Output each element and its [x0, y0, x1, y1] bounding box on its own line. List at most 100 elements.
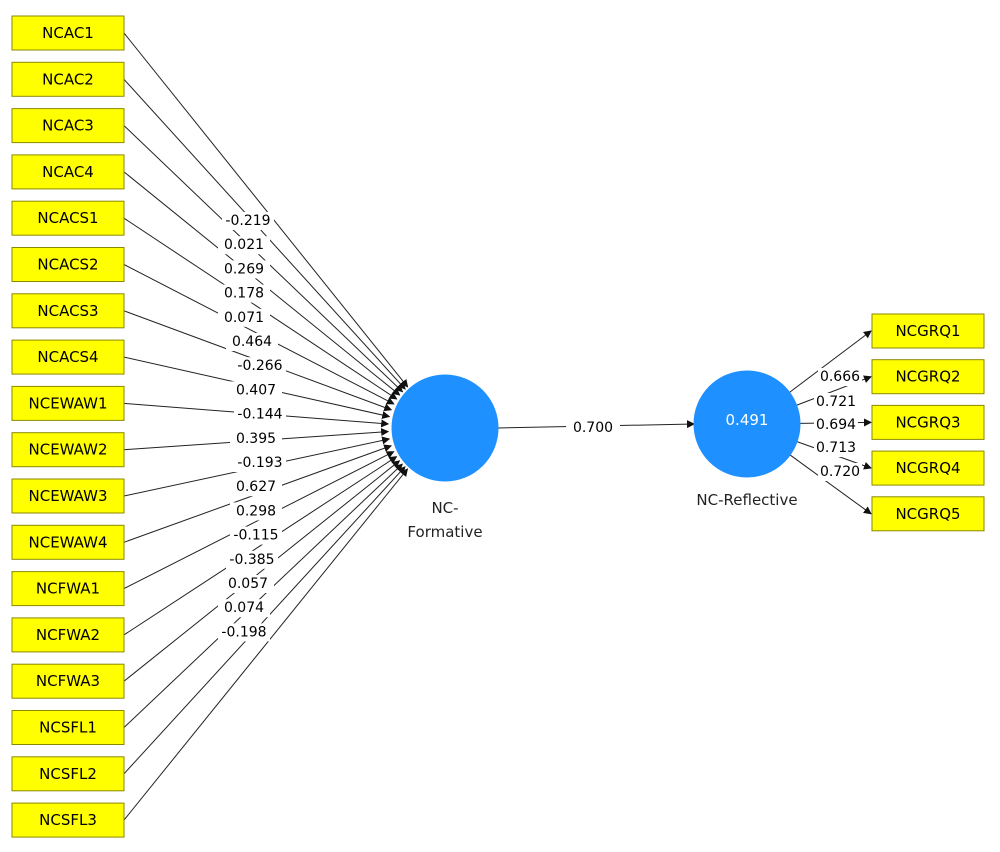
weight-label-bg — [218, 599, 270, 618]
weight-ncac3: 0.269 — [224, 261, 264, 277]
formative-path-ncac2 — [123, 78, 406, 390]
loading-ncgrq4: 0.713 — [816, 440, 856, 456]
weight-label-bg — [230, 502, 282, 521]
indicator-box-ncac3[interactable] — [11, 108, 125, 144]
weight-ncewaw4: 0.627 — [236, 479, 276, 495]
indicator-label-ncsfl1: NCSFL1 — [39, 719, 97, 737]
indicator-label-ncacs3: NCACS3 — [37, 302, 98, 320]
weight-label-bg — [222, 575, 274, 593]
formative-path-ncsfl1 — [123, 463, 403, 728]
formative-path-ncfwa2 — [123, 456, 398, 636]
loading-label-bg — [814, 416, 858, 434]
weight-label-bg — [218, 284, 270, 303]
formative-path-ncac4 — [123, 171, 401, 396]
nodes: NC- Formative 0.491 NC-Reflective NCAC1N… — [11, 15, 985, 838]
indicator-label-ncewaw2: NCEWAW2 — [29, 441, 108, 459]
formative-path-ncac1 — [123, 32, 409, 388]
indicator-label-ncewaw4: NCEWAW4 — [29, 533, 108, 551]
reflective-construct-label: NC-Reflective — [696, 491, 797, 509]
weight-ncfwa1: 0.298 — [236, 503, 276, 519]
indicator-box-ncac4[interactable] — [11, 154, 125, 190]
weight-label-bg — [222, 212, 274, 230]
weight-label-bg — [230, 478, 282, 497]
loading-ncgrq1: 0.666 — [820, 369, 860, 385]
indicator-label-ncfwa1: NCFWA1 — [36, 580, 100, 598]
weight-label-bg — [218, 623, 270, 642]
weight-ncsfl2: 0.074 — [224, 600, 264, 616]
weight-label-bg — [234, 405, 286, 424]
indicator-box-ncewaw3[interactable] — [11, 478, 125, 514]
weight-label-bg — [218, 260, 270, 279]
formative-construct-label-line2: Formative — [407, 523, 482, 541]
structural-coefficient: 0.700 — [573, 420, 613, 436]
indicator-label-ncac1: NCAC1 — [42, 24, 94, 42]
indicator-box-ncac1[interactable] — [11, 15, 125, 51]
indicator-box-ncsfl2[interactable] — [11, 756, 125, 792]
indicator-label-ncgrq5: NCGRQ5 — [895, 505, 960, 523]
weight-ncfwa3: -0.385 — [229, 552, 274, 568]
weight-label-bg — [218, 308, 270, 327]
indicator-box-ncacs3[interactable] — [11, 293, 125, 329]
indicator-label-ncgrq2: NCGRQ2 — [895, 368, 960, 386]
reflective-path-ncgrq5 — [789, 454, 872, 515]
indicator-box-ncgrq4[interactable] — [871, 450, 985, 486]
weight-label-bg — [226, 333, 278, 351]
indicator-box-ncfwa1[interactable] — [11, 571, 125, 607]
indicator-box-ncfwa2[interactable] — [11, 617, 125, 653]
structural-coefficient-bg — [566, 418, 620, 438]
weight-ncewaw2: 0.395 — [236, 431, 276, 447]
indicator-box-ncacs1[interactable] — [11, 200, 125, 236]
indicator-label-ncacs2: NCACS2 — [37, 256, 98, 274]
indicator-box-ncgrq2[interactable] — [871, 359, 985, 395]
indicator-label-ncgrq3: NCGRQ3 — [895, 413, 960, 431]
indicator-label-ncsfl3: NCSFL3 — [39, 811, 97, 829]
indicator-label-ncewaw1: NCEWAW1 — [29, 394, 108, 412]
indicator-box-ncgrq5[interactable] — [871, 496, 985, 532]
indicator-box-ncsfl3[interactable] — [11, 802, 125, 838]
formative-path-ncsfl2 — [123, 466, 406, 775]
weight-ncac2: 0.021 — [224, 237, 264, 253]
formative-construct[interactable] — [391, 374, 499, 482]
formative-path-ncacs1 — [123, 217, 398, 400]
indicator-label-ncgrq4: NCGRQ4 — [895, 459, 960, 477]
weight-ncsfl1: 0.057 — [228, 576, 268, 592]
weight-ncsfl3: -0.198 — [221, 624, 266, 640]
weight-ncewaw3: -0.193 — [237, 455, 282, 471]
loading-ncgrq5: 0.720 — [820, 464, 860, 480]
indicator-box-ncacs4[interactable] — [11, 339, 125, 375]
reflective-construct[interactable] — [693, 370, 801, 478]
loading-ncgrq2: 0.721 — [816, 394, 856, 410]
indicator-label-ncfwa3: NCFWA3 — [36, 672, 100, 690]
indicator-box-ncewaw2[interactable] — [11, 432, 125, 468]
weight-ncfwa2: -0.115 — [233, 528, 278, 544]
indicator-label-ncac3: NCAC3 — [42, 117, 94, 135]
weight-label-bg — [230, 429, 282, 448]
indicator-box-ncgrq1[interactable] — [871, 313, 985, 349]
loading-label-bg — [818, 463, 862, 481]
loading-label-bg — [818, 368, 862, 386]
indicator-box-ncewaw1[interactable] — [11, 385, 125, 421]
reflective-path-ncgrq1 — [789, 330, 872, 393]
formative-path-ncsfl3 — [123, 468, 409, 821]
loading-ncgrq3: 0.694 — [816, 417, 856, 433]
loading-label-bg — [814, 393, 858, 411]
loading-label-bg — [814, 439, 858, 457]
weight-label-bg — [226, 550, 278, 569]
indicator-box-ncewaw4[interactable] — [11, 524, 125, 560]
formative-path-ncfwa3 — [123, 460, 401, 682]
indicator-box-ncgrq3[interactable] — [871, 404, 985, 440]
indicator-label-ncgrq1: NCGRQ1 — [895, 322, 960, 340]
indicator-label-ncsfl2: NCSFL2 — [39, 765, 97, 783]
weight-label-bg — [234, 357, 286, 376]
weight-ncacs3: -0.266 — [237, 358, 282, 374]
indicator-box-ncacs2[interactable] — [11, 247, 125, 282]
coefficient-labels: -0.2190.0210.2690.1780.0710.464-0.2660.4… — [218, 212, 862, 642]
weight-ncacs2: 0.464 — [232, 334, 272, 350]
indicator-box-ncsfl1[interactable] — [11, 710, 125, 745]
indicator-label-ncac4: NCAC4 — [42, 163, 94, 181]
indicator-box-ncfwa3[interactable] — [11, 663, 125, 699]
indicator-label-ncac2: NCAC2 — [42, 70, 94, 88]
weight-ncac4: 0.178 — [224, 286, 264, 302]
indicator-box-ncac2[interactable] — [11, 61, 125, 97]
